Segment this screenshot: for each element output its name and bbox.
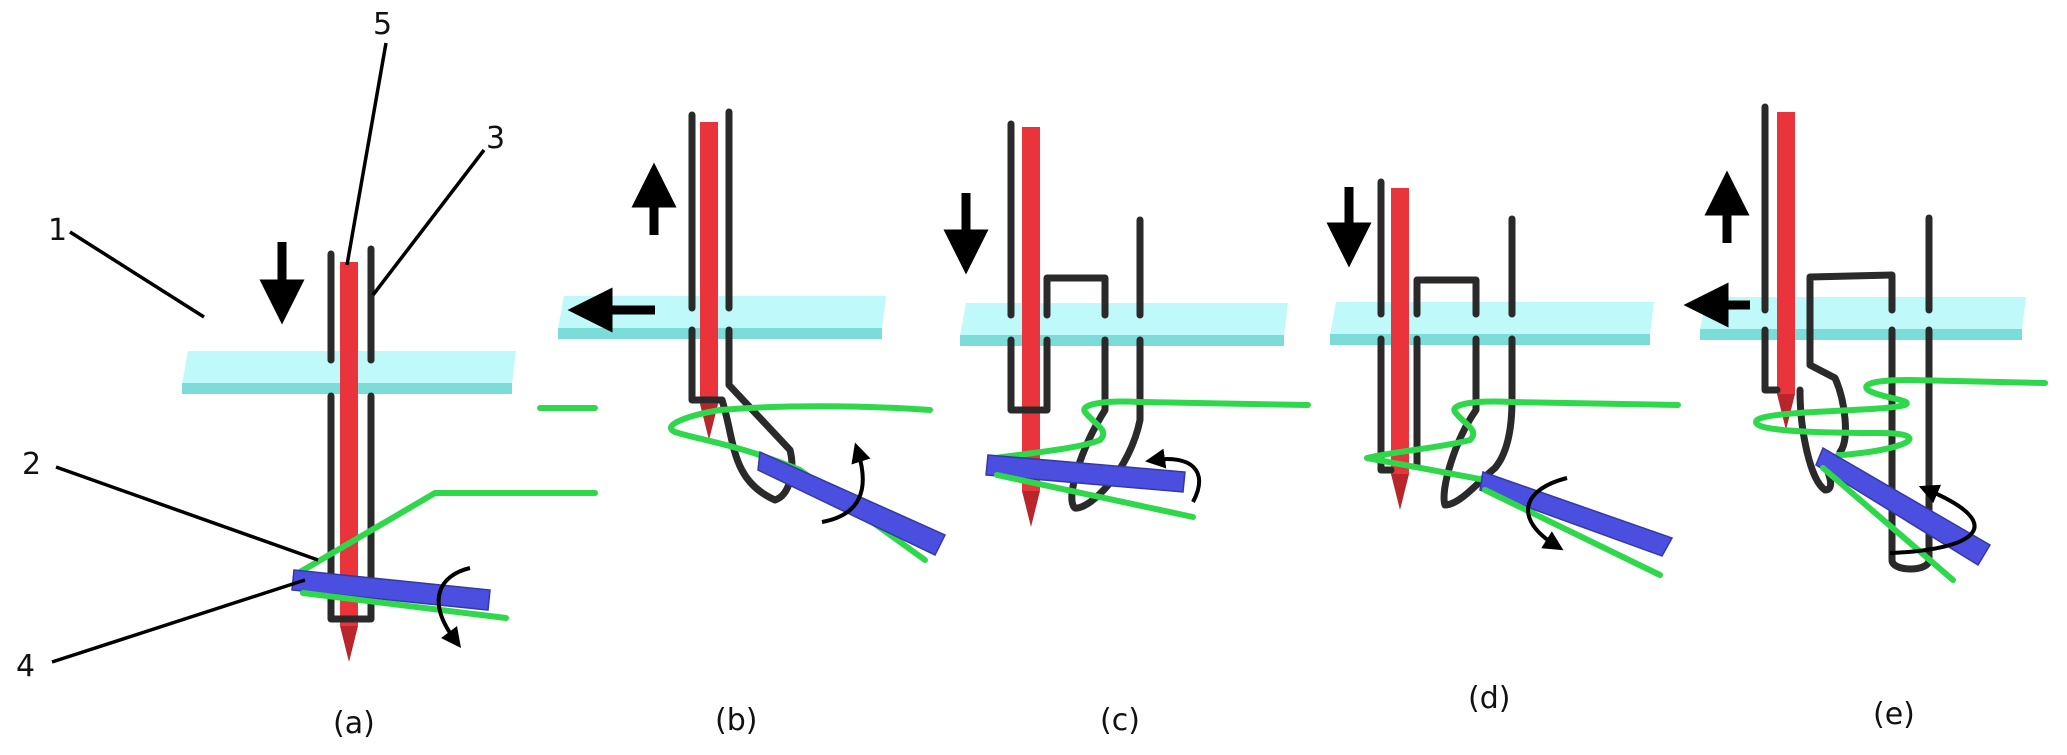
panel-caption-e: (e) [1873,697,1915,732]
plate-front-edge [1330,334,1650,345]
green-thread-upper [1364,398,1681,483]
callout-label-1: 1 [48,213,67,248]
green-thread-lower [300,590,509,621]
callout-leader-5 [345,42,388,266]
green-thread-right [717,403,933,413]
looper-rotation-arrow [1889,484,1977,555]
green-thread-loops [1753,377,2048,458]
plate-front-edge [558,328,882,339]
green-thread-lower [1820,465,1956,583]
loop-leg-left-lower [1761,326,1781,394]
plate-top-face [960,303,1288,336]
plate-top-face [1330,302,1654,335]
needle-tip [340,626,358,662]
needle-shaft [340,262,358,626]
looper-rotation-arrow [436,566,471,649]
panel-e [1683,103,2048,583]
green-thread-upper [297,490,598,575]
green-thread-lower [1482,487,1663,578]
green-thread-upper [992,398,1311,461]
panel-b [537,108,947,563]
looper-bar [1815,446,1992,567]
panel-c [943,120,1311,527]
plate-front-edge [1700,329,2022,340]
needle-tip [1391,474,1409,510]
callout-label-4: 4 [16,649,35,684]
needle-shaft [1022,127,1040,491]
looper-rotation-arrow [1145,448,1201,503]
panel-caption-b: (b) [715,703,757,738]
needle-shaft [1777,112,1795,394]
callout-label-2: 2 [22,447,41,482]
loop-twist [688,326,796,504]
callout-leader-2 [55,465,319,562]
callout-leader-3 [371,148,486,297]
looper-rotation-arrow [1526,476,1568,551]
green-thread-lower [994,472,1196,520]
loop-bracket [1413,276,1480,318]
callout-leader-4 [51,578,306,664]
callout-label-3: 3 [486,121,505,156]
looper-bar [1479,470,1674,557]
callout-label-5: 5 [373,7,392,42]
panel-caption-c: (c) [1100,703,1140,738]
needle-shaft [700,122,718,404]
plate-front-edge [960,335,1284,346]
needle-shaft [1391,188,1409,474]
loop-bracket [1043,274,1109,319]
loop-leg-left-lower [1377,335,1395,474]
looper-bar [985,454,1186,493]
loop-twist [1440,335,1516,509]
loop-u-bottom [1007,336,1051,414]
loop-bracket [1806,271,1896,334]
diagram-artwork [51,42,2048,664]
needle-tip [1022,491,1040,527]
loop-u-bottom [327,392,375,623]
looper-rotation-arrow [821,442,871,524]
panel-d [1326,178,1681,578]
plate-top-face [558,296,886,329]
panel-caption-a: (a) [333,706,375,741]
callout-leader-1 [69,230,205,319]
panel-caption-d: (d) [1468,681,1510,716]
panel-a [51,42,598,664]
looper-bar [757,450,947,556]
